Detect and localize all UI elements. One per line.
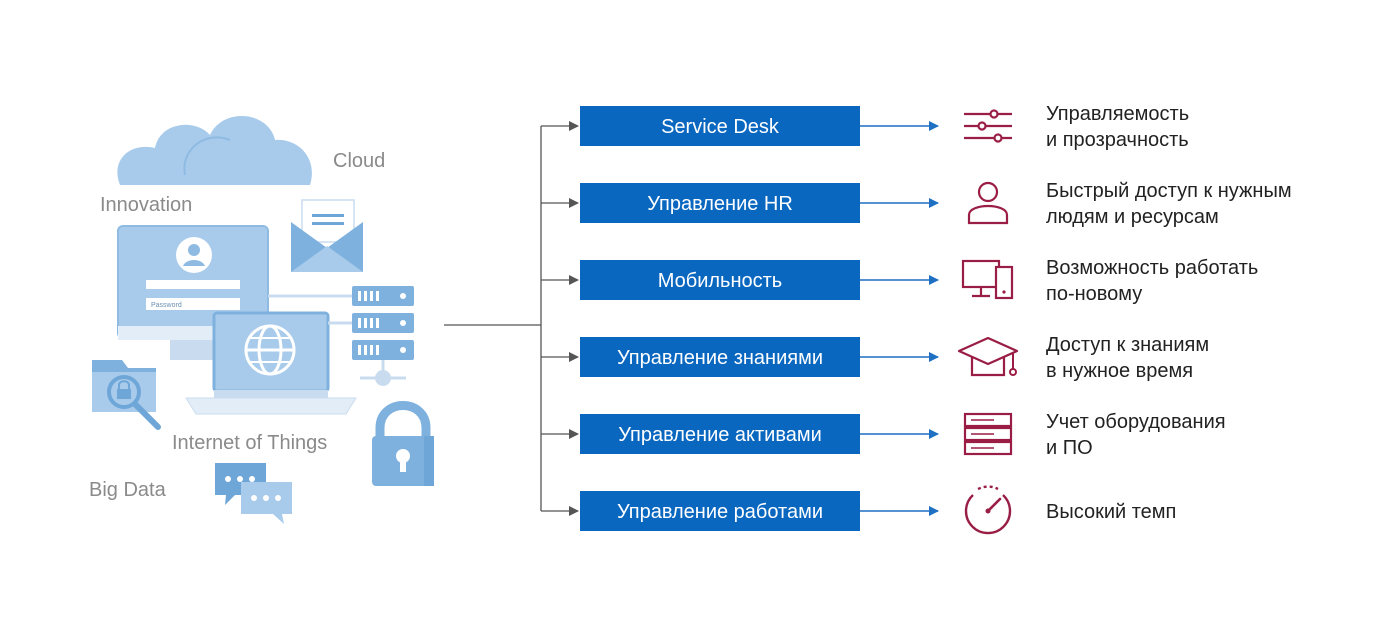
server-icon bbox=[352, 286, 414, 386]
password-placeholder: Password bbox=[151, 302, 182, 309]
benefit-text-line1: Доступ к знаниям bbox=[1046, 334, 1209, 356]
process-box-label: Мобильность bbox=[658, 270, 782, 292]
devices-icon bbox=[961, 259, 1014, 300]
process-box: Service Desk bbox=[580, 106, 860, 146]
process-box-bg bbox=[580, 491, 860, 531]
process-box-bg bbox=[580, 183, 860, 223]
process-box-bg bbox=[580, 260, 860, 300]
server-rack-icon bbox=[963, 412, 1013, 456]
process-box: Мобильность bbox=[580, 260, 860, 300]
cloud-icon bbox=[117, 116, 312, 185]
benefit-text-line2: по-новому bbox=[1046, 283, 1142, 305]
technology-illustration: Cloud Innovation Password bbox=[89, 116, 434, 524]
benefit-text-line2: и ПО bbox=[1046, 437, 1093, 459]
big-data-label: Big Data bbox=[89, 479, 167, 501]
folder-lock-icon bbox=[92, 360, 161, 430]
connector-tree bbox=[444, 121, 579, 516]
benefit-text-line2: в нужное время bbox=[1046, 360, 1193, 382]
person-icon bbox=[967, 181, 1009, 225]
chat-bubbles-icon bbox=[215, 463, 292, 524]
benefit-text-line1: Возможность работать bbox=[1046, 257, 1258, 279]
process-box-bg bbox=[580, 337, 860, 377]
rows-group: Service Desk Управляемость и прозрачностьУ… bbox=[580, 103, 1292, 535]
process-box: Управление активами bbox=[580, 414, 860, 454]
process-box-label: Управление знаниями bbox=[617, 347, 823, 369]
monitor-login-icon: Password bbox=[117, 225, 269, 360]
iot-label: Internet of Things bbox=[172, 432, 327, 454]
process-box-label: Управление работами bbox=[617, 501, 823, 523]
benefit-text-line1: Быстрый доступ к нужным bbox=[1046, 180, 1292, 202]
speedometer-icon bbox=[964, 485, 1012, 535]
sliders-icon bbox=[964, 109, 1012, 143]
process-box-label: Управление HR bbox=[647, 193, 793, 215]
process-box-bg bbox=[580, 106, 860, 146]
process-box-bg bbox=[580, 414, 860, 454]
benefit-text-line1: Высокий темп bbox=[1046, 501, 1176, 523]
process-box: Управление работами bbox=[580, 491, 860, 531]
process-box: Управление HR bbox=[580, 183, 860, 223]
benefit-text-line2: и прозрачность bbox=[1046, 129, 1189, 151]
cloud-label: Cloud bbox=[333, 150, 385, 172]
innovation-label: Innovation bbox=[100, 194, 192, 216]
padlock-icon bbox=[372, 401, 434, 486]
process-box: Управление знаниями bbox=[580, 337, 860, 377]
benefit-text-line2: людям и ресурсам bbox=[1046, 206, 1219, 228]
mail-icon bbox=[291, 199, 363, 272]
process-box-label: Управление активами bbox=[618, 424, 822, 446]
graduation-cap-icon bbox=[957, 336, 1019, 377]
laptop-globe-icon bbox=[185, 311, 357, 415]
benefit-text-line1: Управляемость bbox=[1046, 103, 1189, 125]
benefit-text-line1: Учет оборудования bbox=[1046, 411, 1226, 433]
process-box-label: Service Desk bbox=[661, 116, 780, 138]
